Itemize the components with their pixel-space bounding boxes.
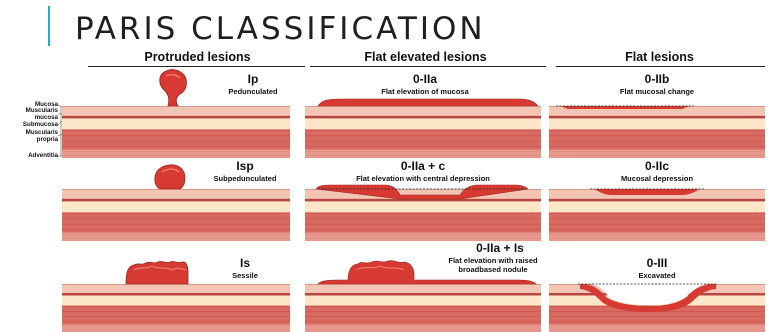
lesion-desc-0-iia-c: Flat elevation with central depression [318, 174, 528, 183]
lesion-code-is: Is [215, 257, 275, 270]
lesion-0-iic [590, 189, 704, 195]
lesion-desc-0-iia: Flat elevation of mucosa [345, 87, 505, 96]
tissue-section-0-iia-is [305, 284, 541, 332]
tissue-section-is [62, 284, 290, 332]
lesion-desc-is: Sessile [210, 271, 280, 280]
lesion-code-0-iia-c: 0-IIa + c [378, 160, 468, 173]
lesion-code-isp: Isp [210, 160, 280, 173]
lesion-0-iia [318, 99, 538, 106]
lesion-desc-isp: Subpedunculated [200, 174, 290, 183]
lesion-desc-0-iii: Excavated [617, 271, 697, 280]
tissue-section-0-iib [549, 106, 765, 158]
lesion-code-0-iia-is: 0-IIa + Is [450, 242, 550, 255]
lesion-desc-0-iib: Flat mucosal change [597, 87, 717, 96]
lesion-isp-subpedunculated [155, 165, 185, 189]
tissue-section-ip [62, 106, 290, 158]
lesion-code-0-iic: 0-IIc [617, 160, 697, 173]
tissue-section-0-iic [549, 189, 765, 241]
lesion-0-iib [556, 106, 694, 109]
lesion-code-0-iia: 0-IIa [385, 73, 465, 86]
tissue-section-0-iia [305, 106, 541, 158]
lesion-desc-ip: Pedunculated [213, 87, 293, 96]
lesion-code-ip: Ip [218, 73, 288, 86]
lesion-desc-0-iic: Mucosal depression [597, 174, 717, 183]
lesion-code-0-iib: 0-IIb [617, 73, 697, 86]
lesion-code-0-iii: 0-III [617, 257, 697, 270]
lesion-ip-pedunculated [160, 70, 187, 106]
lesion-is-sessile [126, 261, 188, 284]
lesion-desc-0-iia-is: Flat elevation with raised broadbased no… [430, 256, 556, 274]
tissue-section-isp [62, 189, 290, 241]
layer-leader-lines [58, 105, 62, 156]
